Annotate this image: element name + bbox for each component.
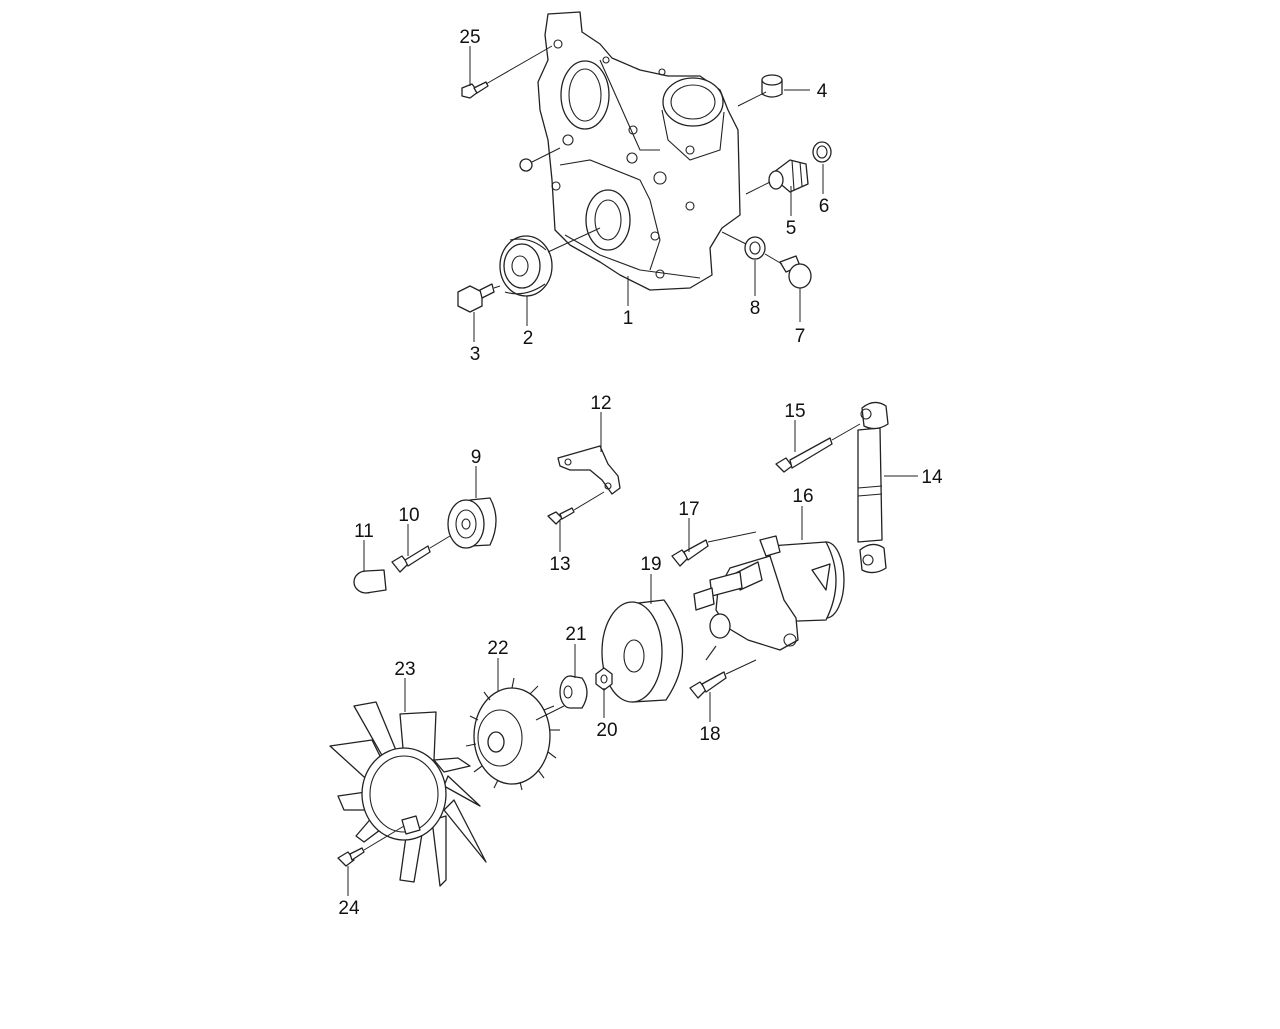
cap-11[interactable] [353, 569, 387, 594]
plug-screw-7[interactable] [779, 255, 812, 289]
seal-ring-6[interactable] [812, 141, 832, 163]
callout-11[interactable]: 11 [354, 521, 374, 542]
callout-3[interactable]: 3 [470, 344, 481, 365]
nut-20[interactable] [595, 667, 613, 691]
viscous-coupling-22[interactable] [465, 677, 560, 791]
bracket-12[interactable] [557, 445, 621, 495]
plug-4[interactable] [761, 74, 783, 98]
callout-2[interactable]: 2 [523, 328, 534, 349]
bolt-17[interactable] [671, 539, 709, 567]
callout-24[interactable]: 24 [338, 898, 360, 919]
bolt-3[interactable] [457, 283, 495, 313]
callout-8[interactable]: 8 [750, 298, 761, 319]
callout-25[interactable]: 25 [459, 27, 480, 48]
dowel-pin [519, 158, 533, 172]
leader-lines [347, 46, 918, 896]
timing-case-cover-1[interactable] [537, 11, 741, 291]
callout-12[interactable]: 12 [590, 393, 611, 414]
vacuum-pump-16[interactable] [693, 535, 845, 661]
callout-6[interactable]: 6 [819, 196, 830, 217]
callout-14[interactable]: 14 [921, 467, 943, 488]
callout-10[interactable]: 10 [398, 505, 419, 526]
washer-8[interactable] [744, 236, 766, 260]
callout-5[interactable]: 5 [786, 218, 797, 239]
callout-1[interactable]: 1 [623, 308, 634, 329]
callout-20[interactable]: 20 [596, 720, 617, 741]
bolt-15[interactable] [775, 437, 833, 473]
callout-19[interactable]: 19 [640, 554, 661, 575]
bolt-24[interactable] [337, 847, 365, 867]
callout-9[interactable]: 9 [471, 447, 482, 468]
callout-22[interactable]: 22 [487, 638, 508, 659]
bolt-25[interactable] [461, 81, 489, 99]
idler-pulley-9[interactable] [447, 497, 497, 549]
callout-13[interactable]: 13 [549, 554, 570, 575]
spacer-19[interactable] [601, 599, 684, 703]
bolt-13[interactable] [547, 507, 575, 525]
bolt-18[interactable] [689, 671, 727, 699]
damper-14[interactable] [857, 401, 889, 574]
fan-23[interactable] [329, 701, 487, 887]
callout-7[interactable]: 7 [795, 326, 806, 347]
callout-labels: 25 1 2 3 4 5 6 7 8 9 10 11 12 13 14 15 1… [338, 27, 943, 919]
callout-21[interactable]: 21 [565, 624, 586, 645]
hub-21[interactable] [559, 675, 588, 709]
sensor-5[interactable] [768, 159, 809, 193]
bolt-10[interactable] [391, 545, 431, 573]
callout-16[interactable]: 16 [792, 486, 813, 507]
callout-17[interactable]: 17 [678, 499, 699, 520]
callout-4[interactable]: 4 [817, 81, 828, 102]
callout-15[interactable]: 15 [784, 401, 805, 422]
callout-18[interactable]: 18 [699, 724, 720, 745]
pulley-2[interactable] [499, 235, 553, 297]
callout-23[interactable]: 23 [394, 659, 415, 680]
